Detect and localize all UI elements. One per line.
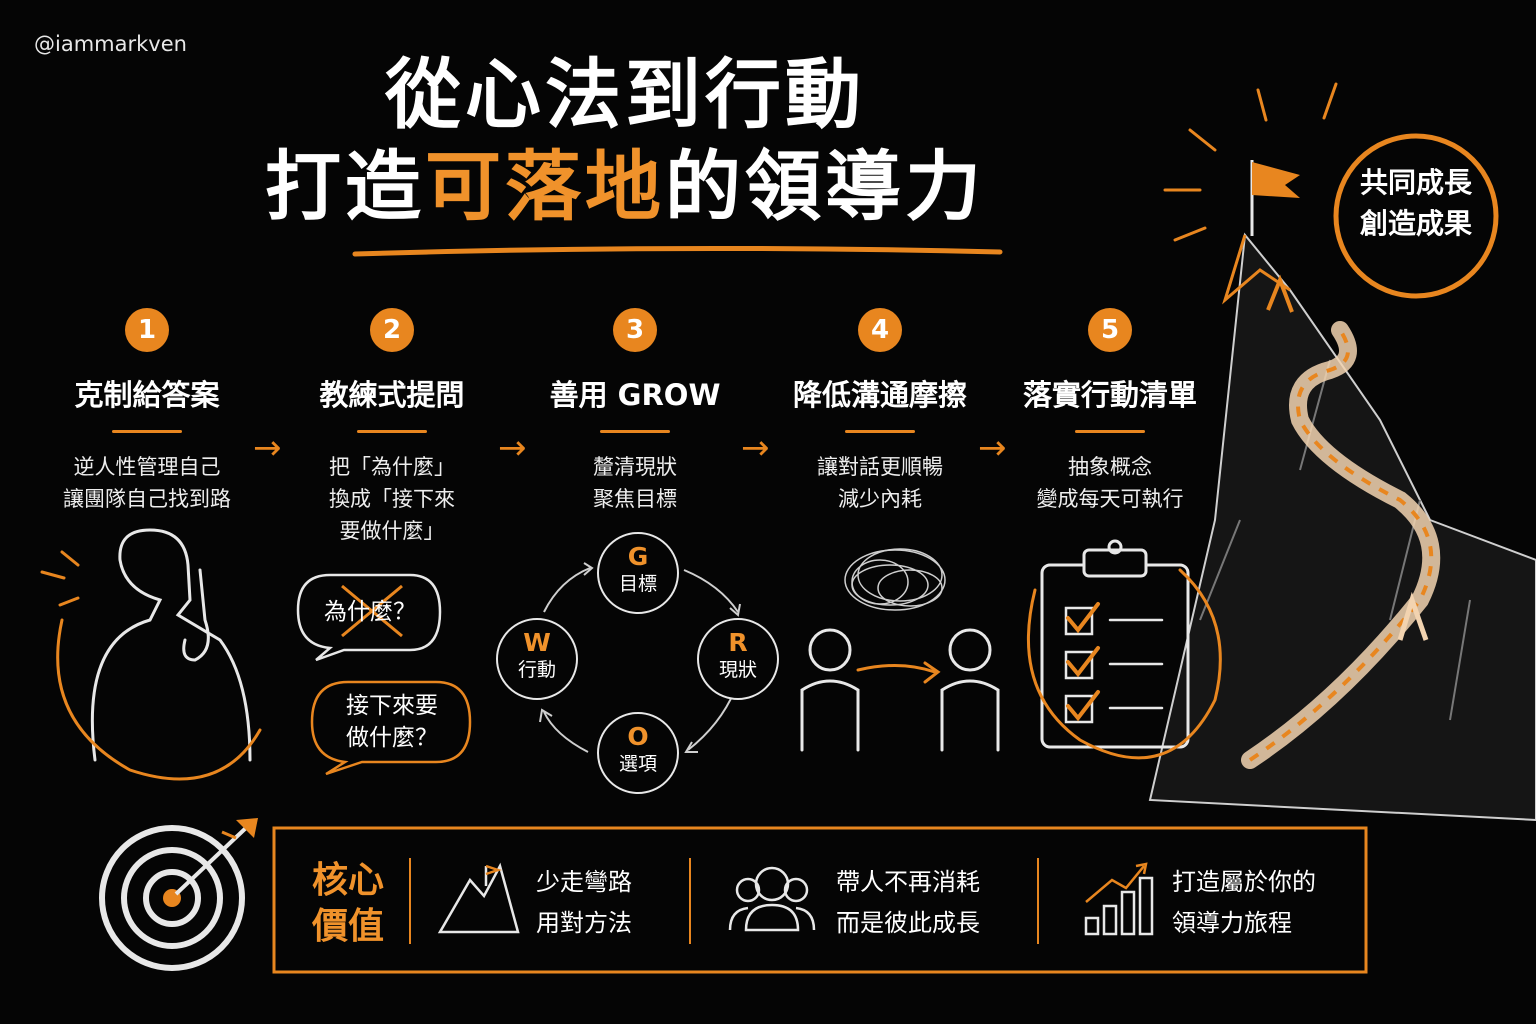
arrow-right-icon: →	[978, 428, 1007, 468]
step-underline	[357, 430, 427, 433]
step-underline	[1075, 430, 1145, 433]
step-description: 讓對話更順暢 減少內耗	[760, 451, 1000, 515]
clipboard-checklist-illustration	[1026, 539, 1222, 760]
answer-question-text: 接下來要 做什麼？	[314, 690, 470, 754]
step-2: 2 教練式提問 把「為什麼」 換成「接下來 要做什麼」	[272, 308, 512, 547]
grow-cycle-arrows	[539, 562, 741, 753]
core-item-2: 帶人不再消耗 而是彼此成長	[836, 862, 980, 944]
grow-letter: W	[523, 628, 551, 657]
core-item-line: 帶人不再消耗	[836, 868, 980, 896]
author-handle: @iammarkven	[34, 32, 187, 56]
step-description: 抽象概念 變成每天可執行	[990, 451, 1230, 515]
flag-icon	[1252, 162, 1300, 198]
badge-line-1: 共同成長	[1359, 166, 1472, 199]
step-desc-line: 減少內耗	[838, 487, 922, 511]
badge-circle	[1333, 133, 1499, 299]
grow-letter: O	[627, 722, 649, 751]
title-line-2: 打造可落地的領導力	[0, 140, 1250, 234]
core-value-label: 核心 價值	[300, 858, 396, 950]
arrow-right-icon: →	[253, 428, 282, 468]
grow-letter: G	[627, 542, 649, 571]
arrow-right-icon: →	[741, 428, 770, 468]
step-desc-line: 抽象概念	[1068, 455, 1152, 479]
step-number: 3	[613, 308, 657, 352]
step-4: 4 降低溝通摩擦 讓對話更順暢 減少內耗	[760, 308, 1000, 515]
core-label-line: 價值	[311, 906, 384, 947]
grow-node-options: O 選項	[597, 712, 679, 794]
core-value-frame	[272, 826, 1368, 974]
step-desc-line: 讓團隊自己找到路	[63, 487, 231, 511]
grow-letter: R	[728, 628, 748, 657]
step-number: 5	[1088, 308, 1132, 352]
scribble-cloud-icon	[844, 548, 946, 611]
step-desc-line: 把「為什麼」	[329, 455, 455, 479]
speech-bubble-answer	[310, 680, 472, 776]
grow-node-reality: R 現狀	[697, 618, 779, 700]
grow-node-will: W 行動	[496, 618, 578, 700]
title-line-2-pre: 打造	[265, 142, 425, 231]
mountain-flag-icon	[437, 862, 520, 934]
answer-line: 接下來要	[346, 693, 438, 719]
core-item-line: 用對方法	[536, 909, 632, 937]
step-description: 釐清現狀 聚焦目標	[515, 451, 755, 515]
step-underline	[845, 430, 915, 433]
step-desc-line: 釐清現狀	[593, 455, 677, 479]
growth-chart-icon	[1084, 862, 1154, 936]
title-underline	[352, 245, 1003, 257]
step-desc-line: 要做什麼」	[339, 519, 445, 543]
badge: 共同成長 創造成果	[1344, 162, 1488, 244]
step-number: 2	[370, 308, 414, 352]
title-line-1: 從心法到行動	[385, 50, 865, 139]
core-label-line: 核心	[311, 860, 384, 901]
speech-bubble-crossed	[296, 573, 442, 662]
step-label: 落實行動清單	[1022, 378, 1197, 412]
grow-node-goal: G 目標	[597, 532, 679, 614]
step-1: 1 克制給答案 逆人性管理自己 讓團隊自己找到路	[27, 308, 267, 515]
crossed-question-text: 為什麼？	[324, 599, 416, 625]
step-description: 把「為什麼」 換成「接下來 要做什麼」	[272, 451, 512, 547]
mountain-illustration	[1148, 82, 1536, 822]
communication-illustration	[800, 548, 1000, 752]
core-item-1: 少走彎路 用對方法	[536, 862, 632, 944]
sun-rays	[1163, 82, 1338, 242]
arrow-right-icon: →	[498, 428, 527, 468]
step-number: 1	[125, 308, 169, 352]
badge-line-2: 創造成果	[1359, 207, 1472, 240]
step-label: 克制給答案	[74, 378, 220, 412]
thinking-person-illustration	[40, 528, 262, 781]
title-line-2-post: 的領導力	[665, 142, 985, 231]
core-item-line: 而是彼此成長	[836, 909, 980, 937]
core-item-3: 打造屬於你的 領導力旅程	[1172, 862, 1316, 944]
step-5: 5 落實行動清單 抽象概念 變成每天可執行	[990, 308, 1230, 515]
step-desc-line: 逆人性管理自己	[73, 455, 221, 479]
core-item-line: 打造屬於你的	[1172, 868, 1316, 896]
step-underline	[600, 430, 670, 433]
grow-word: 現狀	[718, 659, 757, 681]
step-desc-line: 聚焦目標	[593, 487, 677, 511]
core-dividers	[409, 858, 1039, 944]
grow-word: 目標	[618, 573, 657, 595]
step-desc-line: 換成「接下來	[329, 487, 455, 511]
answer-line: 做什麼？	[346, 725, 438, 751]
title-line-2-highlight: 可落地	[425, 142, 665, 231]
step-underline	[112, 430, 182, 433]
step-label: 降低溝通摩擦	[792, 378, 967, 412]
people-group-icon	[728, 866, 816, 932]
step-description: 逆人性管理自己 讓團隊自己找到路	[27, 451, 267, 515]
step-label: 教練式提問	[319, 378, 465, 412]
step-3: 3 善用 GROW 釐清現狀 聚焦目標	[515, 308, 755, 515]
step-number: 4	[858, 308, 902, 352]
grow-word: 行動	[517, 659, 556, 681]
step-desc-line: 變成每天可執行	[1036, 487, 1184, 511]
core-item-line: 領導力旅程	[1172, 909, 1292, 937]
grow-word: 選項	[618, 753, 657, 775]
step-desc-line: 讓對話更順暢	[817, 455, 943, 479]
target-icon	[99, 818, 258, 971]
core-item-line: 少走彎路	[536, 868, 632, 896]
step-label: 善用 GROW	[549, 378, 721, 412]
